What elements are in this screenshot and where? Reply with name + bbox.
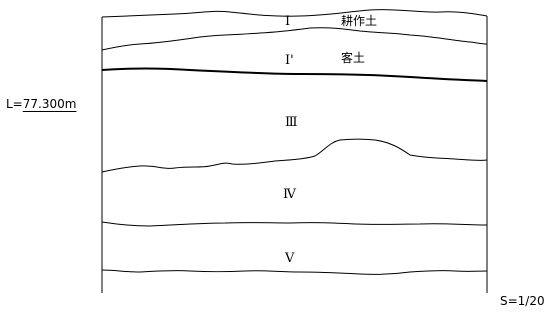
boundary-layer-4 [101, 221, 488, 227]
layer-4-number: Ⅳ [283, 187, 296, 202]
layer-1-name: 耕作土 [341, 14, 378, 28]
layer-1-number: Ⅰ [285, 14, 291, 29]
reference-level-label: L=77.300m [6, 97, 76, 111]
layer-3-number: Ⅲ [285, 115, 298, 130]
layer-1-prime-name: 客土 [341, 51, 366, 65]
layer-1-prime-number: Ⅰ' [285, 53, 294, 68]
boundary-layer-1-prime [101, 67, 488, 82]
layer-5-number: Ⅴ [285, 251, 295, 266]
ground-surface-line [101, 9, 488, 18]
scale-label: S=1/20 [500, 294, 545, 308]
boundary-layer-1 [101, 27, 488, 51]
boundary-layer-3 [101, 138, 488, 173]
level-value: 77.300m [22, 97, 77, 111]
level-prefix: L= [6, 97, 23, 111]
boundary-layer-5 [101, 269, 488, 275]
